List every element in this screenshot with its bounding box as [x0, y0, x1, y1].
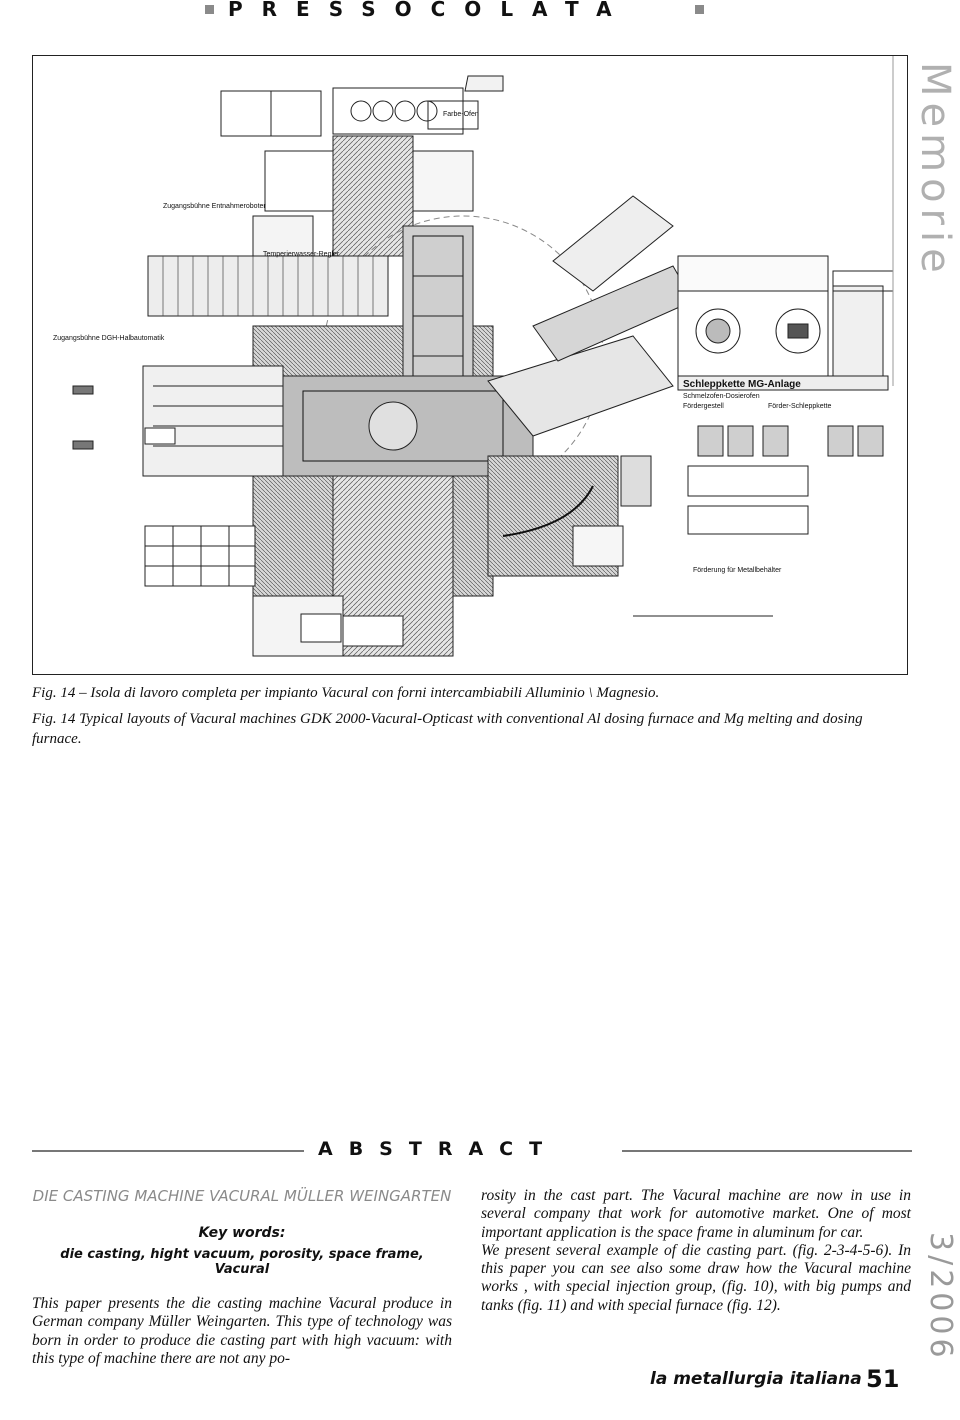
cell-box-1	[220, 90, 272, 137]
page-header: PRESSOCOLATA	[0, 0, 960, 22]
abstract-left-column: DIE CASTING MACHINE VACURAL MÜLLER WEING…	[32, 1187, 452, 1368]
figure-layout-drawing: Farbe-Ofen Schleppkette MG-Anlage Förder…	[32, 55, 908, 675]
furnace-group-top	[332, 87, 464, 135]
header-square-left	[205, 5, 214, 14]
article-title: DIE CASTING MACHINE VACURAL MÜLLER WEING…	[32, 1187, 452, 1205]
abstract-text-right-1: rosity in the cast part. The Vacural mac…	[481, 1187, 911, 1241]
keywords-heading: Key words:	[198, 1225, 286, 1241]
side-section-text: Memorie	[912, 62, 958, 279]
label-note-2: Zugangsbühne DGH-Halbautomatik	[53, 335, 165, 342]
cell-box-2	[270, 90, 322, 137]
side-year-text: 3/2006	[923, 1232, 958, 1362]
legend-table	[144, 525, 256, 587]
figure-caption-italian: Fig. 14 – Isola di lavoro completa per i…	[32, 685, 660, 701]
journal-name: la metallurgia italiana	[650, 1369, 862, 1389]
abstract-text-left: This paper presents the die casting mach…	[32, 1295, 452, 1367]
abstract-rule-left	[32, 1150, 304, 1152]
plant-layout-drawing: Farbe-Ofen Schleppkette MG-Anlage Förder…	[53, 56, 894, 657]
label-hdr-panel: Schmelzofen-Dosierofen	[683, 393, 760, 400]
label-hdr-mid: Förder-Schleppkette	[768, 403, 832, 410]
abstract-text-right-2: We present several example of die castin…	[481, 1241, 911, 1314]
abstract-heading: ABSTRACT	[312, 1138, 565, 1160]
figure-caption-english: Fig. 14 Typical layouts of Vacural machi…	[32, 711, 863, 747]
section-title: PRESSOCOLATA	[228, 0, 631, 21]
abstract-rule-right	[622, 1150, 912, 1152]
header-square-right	[695, 5, 704, 14]
label-drag-chain: Schleppkette MG-Anlage	[683, 379, 801, 390]
label-note-4: Förderung für Metallbehälter	[693, 567, 782, 574]
drag-chain-label-bar	[677, 375, 889, 391]
page-number: 51	[866, 1365, 900, 1393]
label-hdr-left: Fördergestell	[683, 403, 724, 410]
abstract-rule	[32, 1150, 912, 1152]
label-furnace-top: Farbe-Ofen	[443, 111, 479, 118]
keywords-list: die casting, hight vacuum, porosity, spa…	[60, 1247, 424, 1277]
side-section-label: Memorie	[912, 62, 960, 352]
label-note-1: Zugangsbühne Entnahmeroboter	[163, 203, 266, 210]
abstract-right-column: rosity in the cast part. The Vacural mac…	[481, 1187, 911, 1315]
side-year-label: 3/2006	[916, 1232, 960, 1392]
label-note-3: Temperierwasser-Regler	[263, 251, 340, 258]
